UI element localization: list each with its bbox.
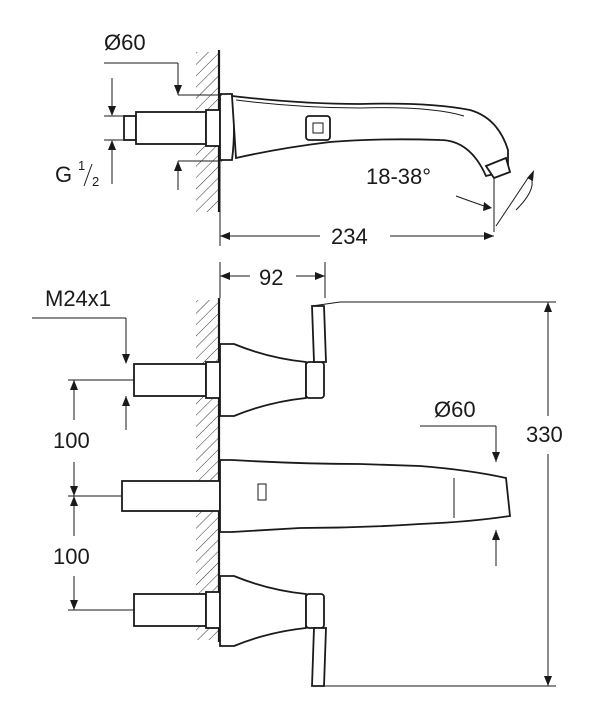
dim-diameter-front: Ø60	[434, 397, 476, 422]
spout-highlight	[235, 99, 465, 117]
pipe-stub	[123, 115, 137, 141]
dim-thread-lower-arrow	[108, 140, 116, 150]
lower-handle-base	[305, 593, 325, 629]
dim-spacing-lower: 100	[53, 544, 90, 569]
dim-dia-top-arrow	[174, 85, 182, 95]
dim-length-arrow-left	[220, 232, 230, 240]
dim-depth-arrow-left	[220, 272, 230, 280]
pipe-body	[135, 111, 207, 145]
lower-valve-flange	[205, 591, 221, 629]
spout-button	[305, 115, 331, 141]
dim-thread-upper-arrow	[108, 106, 116, 116]
upper-handle-tip	[311, 301, 341, 307]
dim-length-arrow-right	[484, 232, 494, 240]
top-view: Ø60 G 1 2 18-38° 234	[55, 30, 534, 249]
upper-handle-base	[305, 361, 325, 399]
upper-valve-flange	[205, 361, 221, 399]
dim-diameter-top: Ø60	[104, 30, 146, 55]
dim-angle-arrow-left	[483, 202, 492, 211]
dim-thread-slash	[83, 163, 93, 187]
spout-pipe	[121, 480, 221, 512]
dim-depth: 92	[259, 265, 283, 290]
dim-spacing-arrow-1	[70, 380, 78, 390]
dim-spacing-upper: 100	[53, 428, 90, 453]
spout-front	[219, 459, 511, 533]
dim-length: 234	[331, 224, 368, 249]
upper-handle-lever	[311, 305, 327, 363]
dim-height-arrow-top	[544, 302, 552, 312]
dim-thread-g: G	[55, 162, 72, 187]
dim-thread-num: 1	[78, 158, 85, 173]
lower-valve-pipe	[133, 593, 207, 627]
dim-angle-arrow-right	[527, 170, 534, 181]
upper-valve-pipe	[133, 363, 207, 397]
dim-angle: 18-38°	[366, 164, 431, 189]
upper-escutcheon	[219, 343, 307, 417]
front-view: 92 M24x1 100	[32, 262, 563, 687]
dim-spacing-arrow-4	[70, 600, 78, 610]
dim-angle-ray	[495, 177, 529, 227]
dim-dia-front-arrow-top	[492, 452, 500, 462]
aerator	[484, 156, 512, 180]
wall-hatch-front	[196, 300, 218, 640]
dim-height-arrow-bottom	[544, 676, 552, 686]
pipe-flange	[205, 109, 221, 147]
dim-thread-den: 2	[92, 174, 99, 189]
lower-handle-lever	[311, 627, 327, 687]
dim-connection-arrow-lower	[122, 396, 130, 406]
spout-button-inner	[312, 122, 324, 134]
dim-connection: M24x1	[45, 286, 111, 311]
dim-connection-arrow	[122, 354, 130, 364]
dim-spacing-arrow-2	[70, 486, 78, 496]
spout-logo	[257, 483, 267, 501]
dim-dia-bottom-arrow	[174, 161, 182, 171]
lower-escutcheon	[219, 575, 307, 647]
dim-depth-arrow-right	[315, 272, 325, 280]
dim-height: 330	[526, 422, 563, 447]
dim-dia-front-arrow-bottom	[492, 530, 500, 540]
dim-spacing-arrow-3	[70, 496, 78, 506]
